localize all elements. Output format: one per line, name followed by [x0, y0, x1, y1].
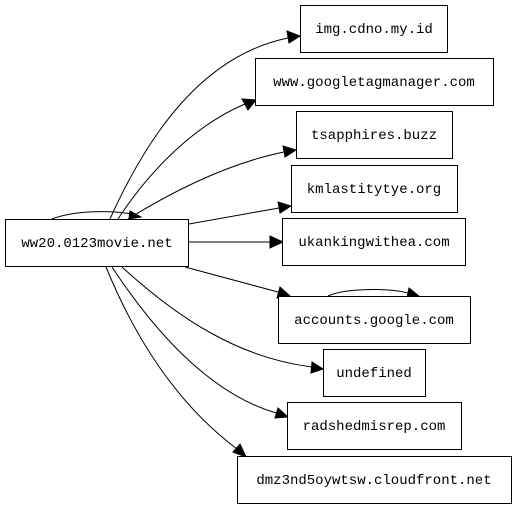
edge-to-tsapphires-arrowhead [282, 145, 298, 158]
edge-to-img-cdno-arrowhead [286, 30, 302, 44]
node-undefined-box [323, 349, 426, 397]
node-ukankingwithea-label: ukankingwithea.com [298, 235, 449, 251]
node-tsapphires-label: tsapphires.buzz [311, 128, 437, 144]
node-googletagmanager: www.googletagmanager.com [255, 58, 494, 106]
node-radshedmisrep-box [287, 402, 462, 450]
node-radshedmisrep: radshedmisrep.com [287, 402, 462, 450]
node-ukankingwithea: ukankingwithea.com [282, 218, 466, 266]
edge-to-cloudfront [105, 266, 238, 450]
nodes: ww20.0123movie.net img.cdno.my.id www.go… [5, 5, 512, 504]
edges [51, 30, 422, 458]
edge-to-undefined [121, 266, 313, 368]
node-accounts-google-box [278, 296, 471, 344]
node-kmlastitytye-label: kmlastitytye.org [307, 182, 441, 198]
node-undefined: undefined [323, 349, 426, 397]
node-source: ww20.0123movie.net [5, 219, 189, 267]
edge-to-undefined-arrowhead [310, 361, 325, 374]
edge-to-googletagmanager-arrowhead [241, 98, 257, 111]
node-cloudfront: dmz3nd5oywtsw.cloudfront.net [237, 456, 512, 504]
edge-accounts-google-self-loop [327, 289, 409, 297]
edge-to-ukankingwithea-arrowhead [269, 235, 285, 249]
node-cloudfront-box [237, 456, 512, 504]
edge-to-cloudfront-arrowhead [232, 443, 247, 458]
edge-to-accounts-google [184, 266, 279, 293]
node-img-cdno-box [300, 5, 448, 53]
edge-to-img-cdno [109, 37, 289, 220]
node-googletagmanager-label: www.googletagmanager.com [273, 75, 475, 91]
node-cloudfront-label: dmz3nd5oywtsw.cloudfront.net [256, 473, 491, 489]
node-source-box [5, 219, 189, 267]
edge-to-radshedmisrep [111, 266, 277, 414]
node-googletagmanager-box [255, 58, 494, 106]
edge-source-self-loop [51, 211, 138, 220]
node-undefined-label: undefined [336, 366, 412, 382]
node-img-cdno: img.cdno.my.id [300, 5, 448, 53]
node-tsapphires: tsapphires.buzz [296, 111, 453, 159]
node-kmlastitytye: kmlastitytye.org [291, 165, 458, 213]
node-radshedmisrep-label: radshedmisrep.com [303, 419, 446, 435]
edge-to-googletagmanager [117, 103, 246, 220]
edge-to-kmlastitytye-arrowhead [277, 201, 293, 214]
node-kmlastitytye-box [291, 165, 458, 213]
edge-to-tsapphires [127, 151, 285, 220]
node-ukankingwithea-box [282, 218, 466, 266]
edge-to-kmlastitytye [188, 207, 280, 225]
node-accounts-google-label: accounts.google.com [294, 313, 454, 329]
node-source-label: ww20.0123movie.net [21, 236, 172, 252]
node-img-cdno-label: img.cdno.my.id [315, 22, 433, 38]
node-accounts-google: accounts.google.com [278, 296, 471, 344]
edge-to-radshedmisrep-arrowhead [274, 407, 290, 419]
node-tsapphires-box [296, 111, 453, 159]
